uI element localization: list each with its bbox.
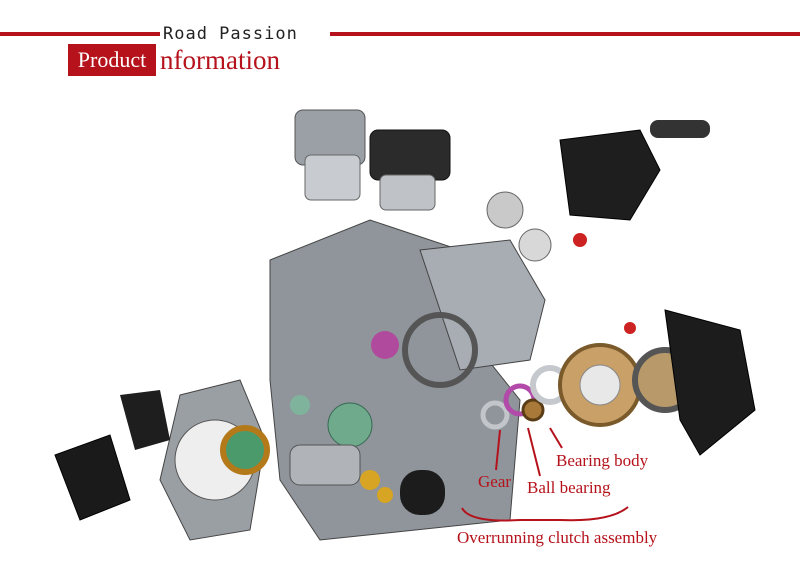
- right-engine-cover: [664, 309, 756, 456]
- ball-bearing-part: [521, 398, 545, 422]
- engine-block: [269, 219, 546, 541]
- title-highlight: Product: [68, 44, 156, 76]
- brand-name: Road Passion: [163, 24, 298, 44]
- cylinder-head-cover: [486, 120, 710, 262]
- label-bearing-body: Bearing body: [556, 451, 649, 470]
- gear-part: [480, 400, 510, 430]
- header-rule-left: [0, 32, 160, 36]
- label-gear: Gear: [478, 472, 512, 491]
- exploded-engine-illustration: [54, 109, 756, 541]
- label-ball-bearing: Ball bearing: [527, 478, 611, 497]
- title-rest: nformation: [160, 45, 280, 75]
- throttle-body: [294, 109, 451, 211]
- header-rule-right: [330, 32, 800, 36]
- label-clutch-assembly: Overrunning clutch assembly: [457, 528, 658, 547]
- left-engine-cover: [54, 379, 270, 541]
